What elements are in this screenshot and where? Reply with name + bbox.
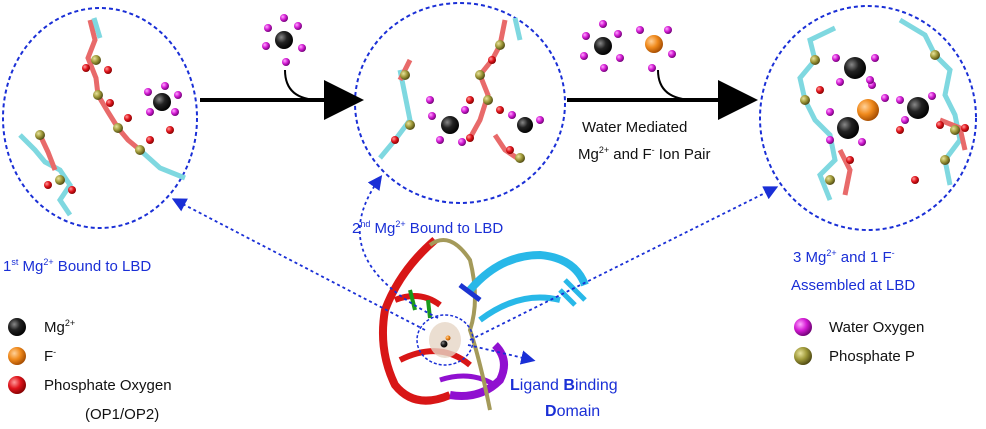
stage2-molecule [378,17,544,163]
olive-sphere-icon [794,347,812,365]
orange-sphere-icon [8,347,26,365]
legend-phosphate-p-label: Phosphate P [829,348,915,365]
arrow-caption-line1: Water Mediated [582,119,687,136]
legend-mg-label: Mg2+ [44,318,75,336]
arrow-caption-line2: Mg2+ and F- Ion Pair [578,145,711,163]
stage1-molecule [18,17,186,217]
lbd-label-line1: Ligand Binding [510,377,618,394]
red-sphere-icon [8,376,26,394]
stage1-circle [2,7,198,229]
arrow-branch-1 [284,69,321,101]
hydrated-ion-pair-cluster [580,20,676,72]
rna-structure [379,236,589,411]
magenta-sphere-icon [794,318,812,336]
legend-op1-op2-label: (OP1/OP2) [85,406,159,423]
legend-phosphate-oxygen-label: Phosphate Oxygen [44,377,172,394]
stage3-circle [759,5,977,231]
stage2-label: 2nd Mg2+ Bound to LBD [352,219,503,237]
pointer-to-stage2 [358,175,439,319]
legend-f-label: F- [44,347,56,365]
pointer-to-lbd-label [467,344,536,365]
legend-right: Water Oxygen Phosphate P [794,318,924,365]
stage2-circle [354,2,566,204]
pointer-to-stage1 [171,198,426,331]
arrow-branch-2 [657,69,696,101]
hydrated-mg-cluster-1 [262,14,306,66]
lbd-site-circle [416,314,474,366]
stage3-molecule [797,17,969,201]
legend-water-oxygen-label: Water Oxygen [829,319,924,336]
pointer-to-stage3 [469,186,779,341]
stage3-label-line1: 3 Mg2+ and 1 F- [793,248,895,266]
legend-left: Mg2+ F- Phosphate Oxygen (OP1/OP2) [8,318,172,423]
black-sphere-icon [8,318,26,336]
stage1-label: 1st Mg2+ Bound to LBD [3,257,151,275]
stage3-label-line2: Assembled at LBD [791,277,915,294]
lbd-label-line2: Domain [545,403,600,420]
